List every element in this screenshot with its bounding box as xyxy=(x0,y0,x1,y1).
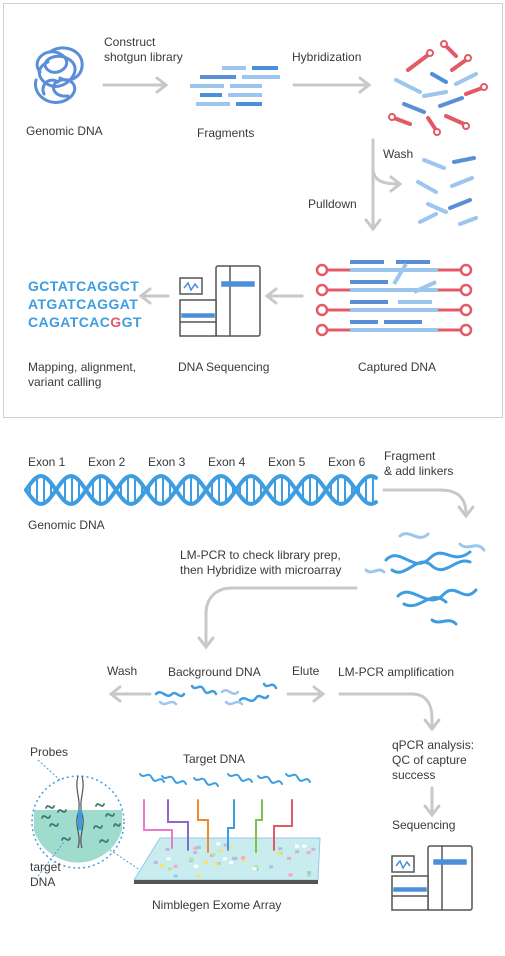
lmpcr-check-label: LM-PCR to check library prep, then Hybri… xyxy=(180,548,342,577)
wash-bottom-label: Wash xyxy=(107,664,138,678)
array-spot xyxy=(278,847,283,851)
array-spot xyxy=(227,846,232,850)
array-spot xyxy=(189,858,194,861)
array-spot xyxy=(287,856,292,860)
arrow-elute-icon xyxy=(286,685,326,703)
captured-dna-icon xyxy=(315,260,473,337)
sequence-read-3: CAGATCACGGT xyxy=(28,314,142,330)
array-spot xyxy=(295,850,300,854)
arrow-fragment-icon xyxy=(382,488,475,519)
lmpcr-amp-label: LM-PCR amplification xyxy=(338,665,455,679)
mapping-label: Mapping, alignment, variant calling xyxy=(28,360,137,389)
array-spot xyxy=(173,874,178,878)
probes-label: Probes xyxy=(30,745,69,759)
fragment-linkers-label: Fragment & add linkers xyxy=(384,449,454,478)
genomic-dna-helix-icon xyxy=(24,474,378,506)
array-spot xyxy=(153,860,158,864)
sequencer-machine-icon xyxy=(179,265,261,337)
target-dna-side-label: target DNA xyxy=(30,860,61,889)
array-spot xyxy=(229,861,234,865)
arrow-wash-icon xyxy=(371,166,403,193)
array-spot xyxy=(306,851,311,855)
arrow-qpcr-icon xyxy=(338,692,441,732)
sequence-read-1: GCTATCAGGCT xyxy=(28,278,140,294)
array-spot xyxy=(232,856,236,860)
sequence-read-2: ATGATCAGGAT xyxy=(28,296,139,312)
array-spot xyxy=(252,867,257,871)
array-spot xyxy=(311,847,316,851)
hybridization-label: Hybridization xyxy=(292,50,362,64)
probe-wires-icon xyxy=(143,799,293,853)
array-label: Nimblegen Exome Array xyxy=(152,898,282,912)
top-panel xyxy=(3,3,503,418)
array-spot xyxy=(211,853,216,856)
array-spot xyxy=(160,864,165,868)
target-dna-icon xyxy=(139,773,311,787)
array-spot xyxy=(278,851,283,855)
array-spot xyxy=(216,842,221,846)
array-spot xyxy=(276,851,281,855)
genomic-dna-label: Genomic DNA xyxy=(26,124,103,138)
background-dna-icon xyxy=(154,682,278,706)
arrow-wash-left-icon xyxy=(108,685,152,703)
array-spot xyxy=(167,867,172,871)
pulldown-label: Pulldown xyxy=(308,197,357,211)
array-spot xyxy=(241,856,245,860)
exon-label: Exon 3 xyxy=(148,455,186,469)
array-spot xyxy=(214,862,219,866)
array-spot xyxy=(166,857,171,861)
hybridization-mix-icon xyxy=(388,40,488,136)
background-dna-label: Background DNA xyxy=(168,665,261,679)
array-spot xyxy=(203,860,208,864)
array-spot xyxy=(173,864,178,868)
captured-dna-label: Captured DNA xyxy=(358,360,437,374)
target-dna-label: Target DNA xyxy=(183,752,246,766)
array-spot xyxy=(254,865,259,869)
wash-label: Wash xyxy=(383,147,414,161)
exon-label: Exon 6 xyxy=(328,455,366,469)
arrow-construct-icon xyxy=(102,76,169,94)
dna-sequencing-label: DNA Sequencing xyxy=(178,360,270,374)
array-spot xyxy=(196,874,201,878)
arrow-mapping-icon xyxy=(138,287,170,305)
arrow-hybridize-icon xyxy=(197,586,358,650)
array-spot xyxy=(218,849,223,853)
array-spot xyxy=(302,844,307,848)
array-spot xyxy=(288,873,293,877)
elute-label: Elute xyxy=(292,664,320,678)
sequence-reads: GCTATCAGGCT ATGATCAGGAT CAGATCACGGT xyxy=(28,277,142,331)
exon-label: Exon 5 xyxy=(268,455,306,469)
array-spot xyxy=(295,844,300,848)
sequencing-label: Sequencing xyxy=(392,818,456,832)
exon-label: Exon 1 xyxy=(28,455,66,469)
array-spot xyxy=(222,857,227,861)
probes-magnifier-icon xyxy=(31,759,141,877)
array-spot xyxy=(307,871,312,875)
arrow-sequencing-down-icon xyxy=(423,786,441,818)
array-spot xyxy=(241,858,246,862)
exon-label: Exon 2 xyxy=(88,455,126,469)
construct-library-label: Construct shotgun library xyxy=(104,35,183,64)
array-spot xyxy=(269,865,274,869)
qpcr-label: qPCR analysis: QC of capture success xyxy=(392,738,475,782)
exon-label: Exon 4 xyxy=(208,455,246,469)
genomic-dna-tangle-icon xyxy=(33,46,84,104)
washed-fragments-icon xyxy=(416,156,478,226)
arrow-pulldown-icon xyxy=(364,138,382,232)
array-spot xyxy=(223,843,228,847)
arrow-hybridization-icon xyxy=(292,76,372,94)
array-spot xyxy=(307,873,312,877)
array-spot xyxy=(193,846,198,850)
array-spot xyxy=(193,864,198,868)
arrow-sequencing-icon xyxy=(264,287,304,305)
fragmented-dna-icon xyxy=(364,532,486,626)
array-spot xyxy=(193,851,198,854)
genomic-dna-bottom-label: Genomic DNA xyxy=(28,518,105,532)
fragments-icon xyxy=(190,66,280,106)
sequencer-machine-2-icon xyxy=(391,845,473,911)
fragments-label: Fragments xyxy=(197,126,255,140)
array-spot xyxy=(165,848,170,851)
array-spot xyxy=(196,845,201,849)
